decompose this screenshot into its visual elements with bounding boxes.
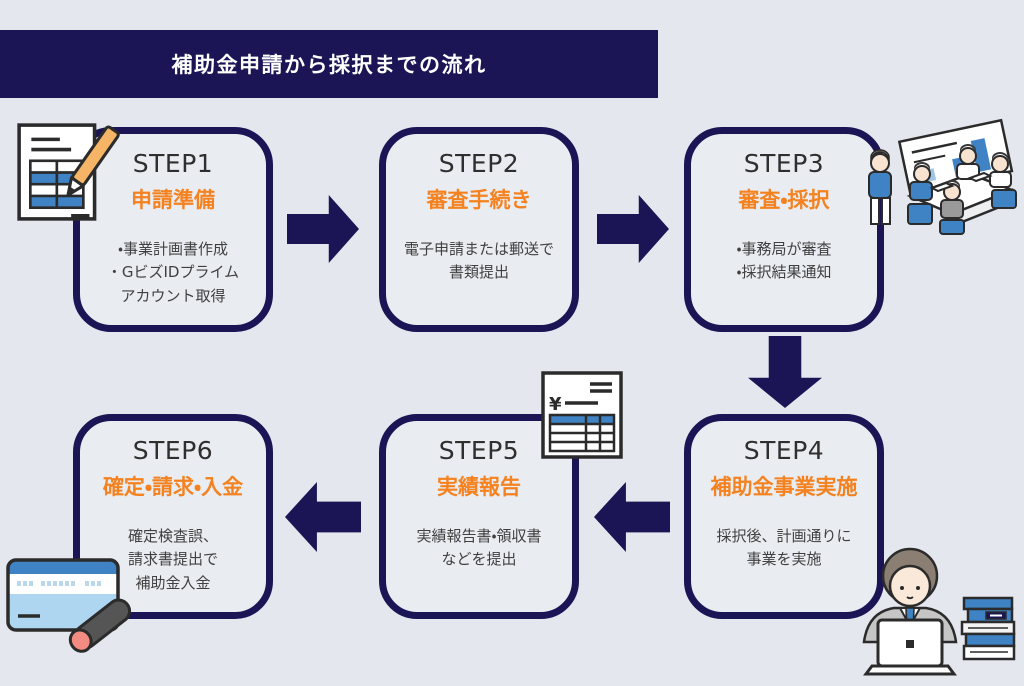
step-box-3: STEP3 審査・採択 ・事務局が審査 ・採択結果通知 [684, 127, 884, 332]
step4-description: 採択後、計画通りに 事業を実施 [716, 525, 851, 572]
step2-line1: 電子申請または郵送で [403, 240, 554, 258]
step3-number: STEP3 [743, 149, 825, 178]
step2-title: 審査手続き [426, 188, 532, 212]
step-box-1: STEP1 申請準備 ・事業計画書作成 ・GビズIDプライム アカウント取得 [73, 127, 273, 332]
step4-number: STEP4 [743, 436, 825, 465]
step2-description: 電子申請または郵送で 書類提出 [404, 238, 554, 285]
invoice-receipt-icon: ¥ [540, 370, 624, 460]
arrow-step1-to-step2-icon [287, 195, 359, 263]
step4-title: 補助金事業実施 [710, 475, 858, 499]
arrow-step4-to-step5-icon [594, 482, 670, 552]
step5-number: STEP5 [438, 436, 520, 465]
step4-line1: 採択後、計画通りに [716, 527, 852, 545]
step3-description: ・事務局が審査 ・採択結果通知 [736, 238, 831, 285]
step5-line1: 実績報告書・領収書 [416, 527, 542, 545]
step6-line1: 確定検査誤、 [127, 527, 218, 545]
page-title: 補助金申請から採択までの流れ [171, 53, 487, 77]
step5-description: 実績報告書・領収書 などを提出 [416, 525, 541, 572]
svg-text:¥: ¥ [549, 394, 562, 415]
step3-line1: ・事務局が審査 [736, 240, 832, 258]
step5-title: 実績報告 [437, 475, 521, 499]
arrow-step5-to-step6-icon [285, 482, 361, 552]
step3-title: 審査・採択 [738, 188, 830, 212]
person-laptop-books-illustration [848, 540, 1022, 682]
document-pencil-icon [14, 120, 120, 224]
step6-description: 確定検査誤、 請求書提出で 補助金入金 [128, 525, 218, 595]
step-box-2: STEP2 審査手続き 電子申請または郵送で 書類提出 [379, 127, 579, 332]
step1-line3: アカウント取得 [120, 286, 226, 305]
step1-number: STEP1 [132, 149, 214, 178]
step-box-4: STEP4 補助金事業実施 採択後、計画通りに 事業を実施 [684, 414, 884, 619]
step2-line2: 書類提出 [448, 263, 509, 282]
title-banner: 補助金申請から採択までの流れ [0, 30, 658, 98]
step1-title: 申請準備 [131, 188, 215, 212]
step1-line1: ・事業計画書作成 [117, 240, 229, 258]
step6-number: STEP6 [132, 436, 214, 465]
arrow-step2-to-step3-icon [597, 195, 669, 263]
step6-title: 確定・請求・入金 [102, 475, 244, 499]
step5-line2: などを提出 [441, 550, 517, 569]
step3-line2: ・採択結果通知 [736, 263, 832, 282]
step1-line2: ・GビズIDプライム [106, 263, 240, 282]
step1-description: ・事業計画書作成 ・GビズIDプライム アカウント取得 [107, 238, 239, 308]
step2-number: STEP2 [438, 149, 520, 178]
step6-line2: 請求書提出で [127, 550, 218, 569]
credit-card-stamp-icon [2, 550, 144, 653]
meeting-presentation-illustration [848, 116, 1020, 238]
step6-line3: 補助金入金 [135, 573, 211, 592]
step4-line2: 事業を実施 [746, 550, 822, 569]
arrow-step3-to-step4-icon [748, 336, 822, 408]
